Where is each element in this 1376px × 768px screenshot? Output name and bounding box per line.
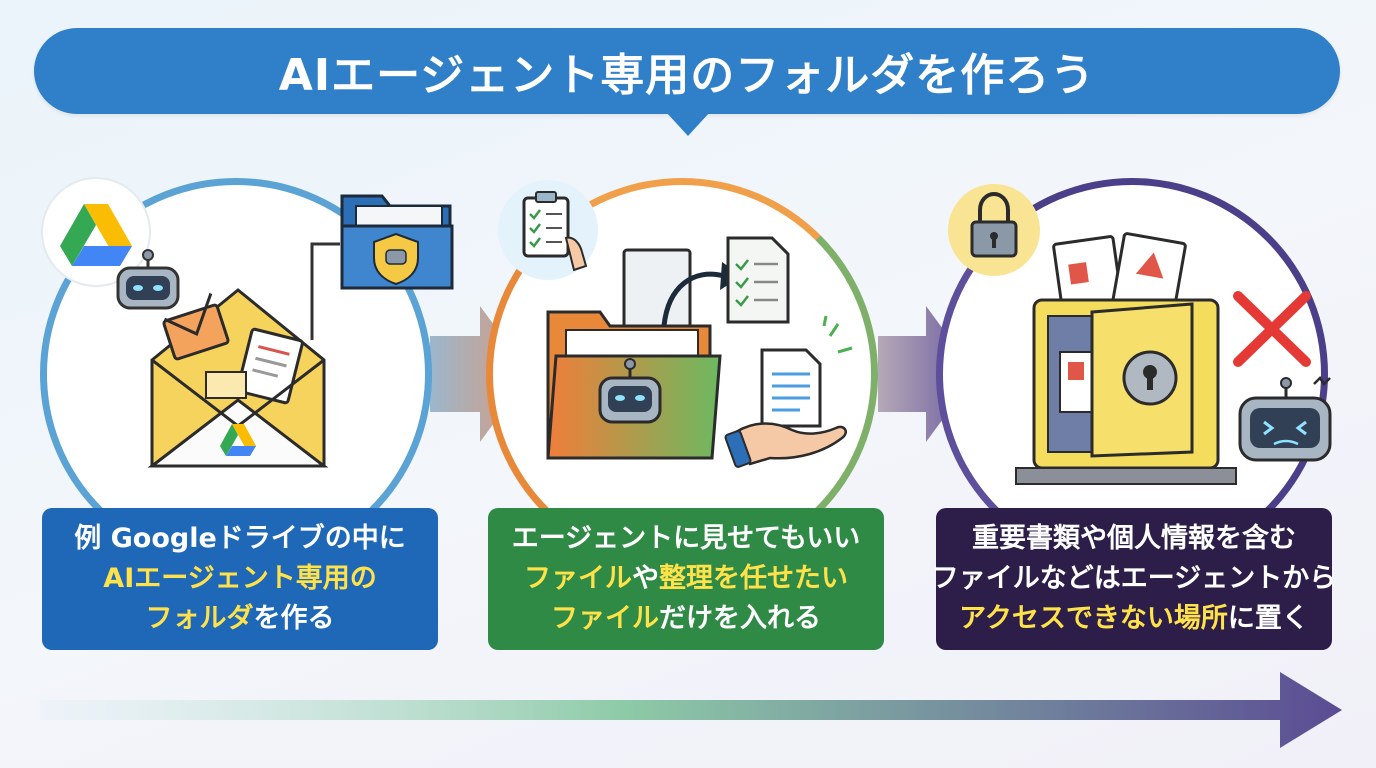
step2-line2-highlight-b: 整理を任せたい <box>659 563 848 594</box>
step1-line3: フォルダを作る <box>146 599 335 639</box>
hand-icon <box>724 315 853 468</box>
step2-text-box: エージェントに見せてもいい ファイルや整理を任せたい ファイルだけを入れる <box>488 508 884 650</box>
envelope-icon <box>147 288 329 468</box>
checklist-icon <box>498 180 598 280</box>
robot-folder-icon <box>546 248 742 460</box>
step1-line2: AIエージェント専用の <box>103 559 376 599</box>
step3-line2: ファイルなどはエージェントから <box>932 559 1336 599</box>
step3-line1: 重要書類や個人情報を含む <box>972 519 1296 559</box>
step3-line3-highlight: アクセスできない場所 <box>959 603 1228 634</box>
step2-line2: ファイルや整理を任せたい <box>524 559 848 599</box>
banner-pointer <box>666 112 710 136</box>
step2-line3: ファイルだけを入れる <box>551 599 821 639</box>
step3-line3-text: に置く <box>1227 603 1309 634</box>
google-drive-icon <box>41 177 151 287</box>
step2-line2-highlight-a: ファイル <box>524 563 632 594</box>
cross-icon <box>1233 291 1311 367</box>
step3-line3: アクセスできない場所に置く <box>959 599 1309 639</box>
step1-line3-highlight: フォルダ <box>145 603 254 634</box>
step2-line2-text: や <box>632 563 659 594</box>
lock-icon <box>948 184 1040 276</box>
title-banner: AIエージェント専用のフォルダを作ろう <box>34 28 1340 114</box>
shield-folder-icon <box>340 194 454 290</box>
robot-icon <box>116 249 180 310</box>
page-title: AIエージェント専用のフォルダを作ろう <box>278 50 1096 101</box>
robot-icon <box>1238 376 1332 462</box>
step3-line2-text: ファイルなどはエージェントから <box>931 563 1337 594</box>
step2-line1: エージェントに見せてもいい <box>512 519 861 559</box>
step2-line3-highlight: ファイル <box>551 603 659 634</box>
arrow-step2-to-step3 <box>878 306 976 442</box>
safe-icon <box>1015 232 1237 485</box>
step1-line2-text: AIエージェント専用の <box>103 563 377 594</box>
step2-line1-text: エージェントに見せてもいい <box>511 523 861 554</box>
step2-line3-text: だけを入れる <box>659 603 821 634</box>
step3-line1-text: 重要書類や個人情報を含む <box>972 523 1296 554</box>
progress-arrow <box>40 672 1342 748</box>
step1-line1-text: 例 Googleドライブの中に <box>74 523 406 554</box>
step1-line1: 例 Googleドライブの中に <box>74 519 406 559</box>
document-icon <box>726 236 790 324</box>
step1-line3-text: を作る <box>253 603 335 634</box>
step1-text-box: 例 Googleドライブの中に AIエージェント専用の フォルダを作る <box>42 508 438 650</box>
step3-text-box: 重要書類や個人情報を含む ファイルなどはエージェントから アクセスできない場所に… <box>932 508 1336 650</box>
